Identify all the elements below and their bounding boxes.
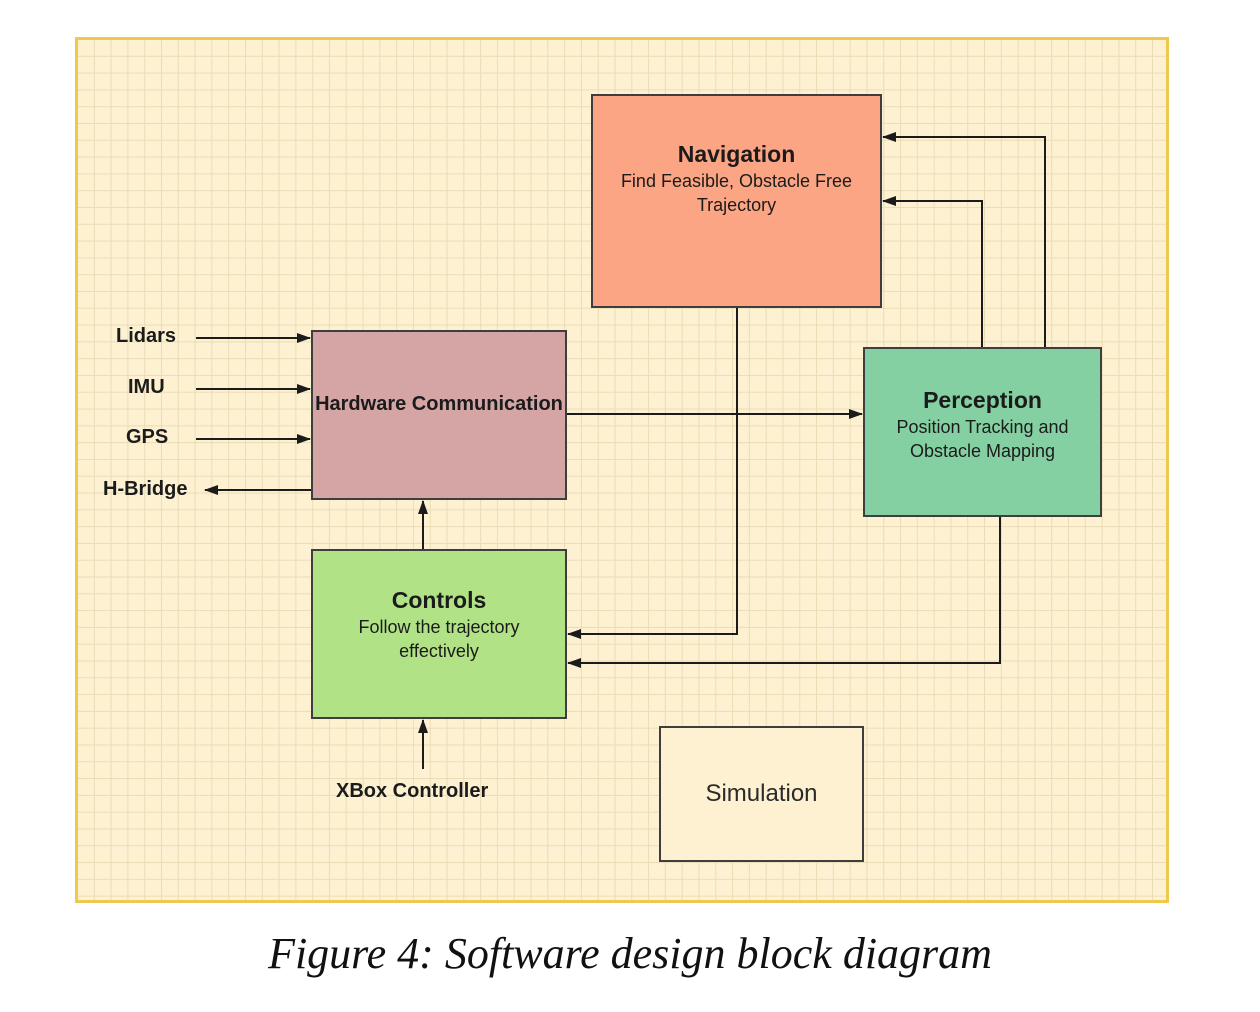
navigation-title: Navigation (677, 141, 796, 167)
xbox-controller-label: XBox Controller (336, 780, 489, 802)
figure-caption: Figure 4: Software design block diagram (268, 929, 992, 978)
perception-description: Position Tracking and Obstacle Mapping (896, 417, 1069, 461)
perception-block: Perception Position Tracking and Obstacl… (863, 347, 1102, 517)
perception-title: Perception (923, 387, 1042, 413)
controls-title: Controls (391, 587, 487, 613)
gps-label: GPS (126, 426, 169, 448)
simulation-block: Simulation (659, 726, 864, 862)
lidars-label: Lidars (116, 325, 177, 347)
hardware-communication-block: Hardware Communication (311, 330, 567, 500)
controls-block: Controls Follow the trajectory effective… (311, 549, 567, 719)
h-bridge-label: H-Bridge (103, 478, 188, 500)
hardware-communication-title: Hardware Communication (315, 392, 563, 415)
navigation-description: Find Feasible, Obstacle Free Trajectory (620, 171, 853, 215)
arrow-perception-to-navigation-upper (882, 132, 1046, 347)
arrow-navigation-to-controls (567, 308, 738, 639)
imu-label: IMU (128, 376, 165, 398)
controls-description: Follow the trajectory effectively (358, 617, 520, 661)
simulation-label: Simulation (705, 780, 818, 807)
arrow-perception-to-controls (567, 517, 1001, 668)
navigation-block: Navigation Find Feasible, Obstacle Free … (591, 94, 882, 308)
arrow-perception-to-navigation-lower (882, 196, 983, 347)
